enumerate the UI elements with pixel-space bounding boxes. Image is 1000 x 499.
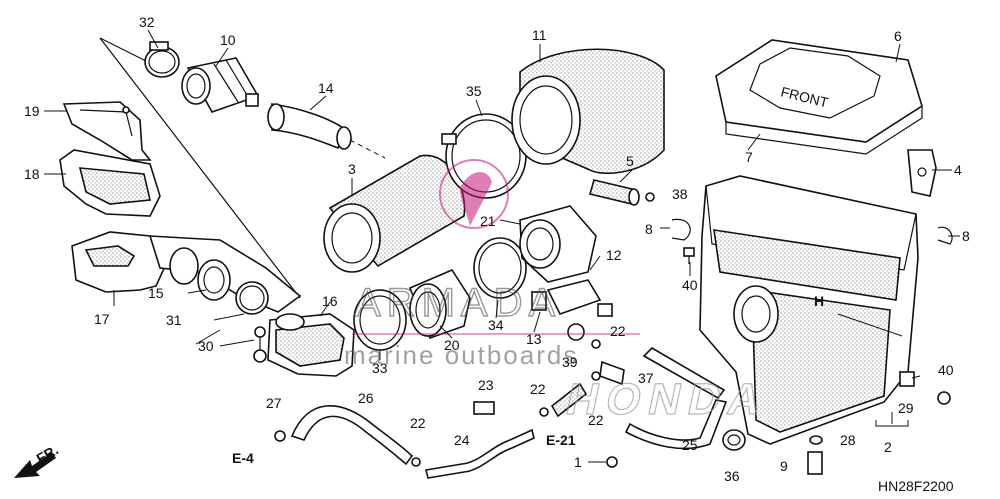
watermark-tagline: marine outboards	[344, 340, 578, 370]
callout-6: 6	[894, 28, 902, 44]
callout-18: 18	[24, 166, 40, 182]
drawing-code: HN28F2200	[878, 478, 954, 494]
callout-30: 30	[198, 338, 214, 354]
part-3-filter	[323, 154, 466, 273]
airbox-body: H	[699, 175, 919, 445]
callout-20: 20	[444, 337, 460, 353]
callout-19: 19	[24, 103, 40, 119]
callout-1: 1	[574, 454, 582, 470]
callout-37: 37	[638, 370, 654, 386]
part-36-grommet	[722, 429, 746, 451]
part-5-tube	[589, 179, 640, 206]
ref-e4: E-4	[232, 450, 254, 466]
part-27-clip	[274, 430, 286, 442]
part-28-ring	[809, 435, 823, 445]
callout-22-b: 22	[530, 381, 546, 397]
part-12-sensor	[546, 279, 613, 317]
part-23-clip	[473, 401, 495, 415]
callout-27: 27	[266, 395, 282, 411]
watermark: ARMADA marine outboards	[344, 159, 640, 370]
callout-10: 10	[220, 32, 236, 48]
part-34-clamp	[473, 237, 527, 299]
watermark-brand: ARMADA	[354, 281, 561, 325]
part-40-bolt	[683, 247, 695, 264]
leader-lines	[44, 29, 960, 463]
part-6-lid: FRONT	[715, 39, 923, 155]
callout-7: 7	[745, 149, 753, 165]
box-letter: H	[814, 293, 824, 309]
callout-21: 21	[480, 213, 496, 229]
callout-40-left: 40	[682, 277, 698, 293]
callout-35: 35	[466, 83, 482, 99]
callout-33: 33	[372, 360, 388, 376]
honda-logo-text: HONDA	[562, 375, 774, 423]
callout-8-left: 8	[645, 221, 653, 237]
part-37-fitting	[599, 360, 625, 386]
callout-8-right: 8	[962, 228, 970, 244]
part-20-connector	[408, 268, 471, 340]
part-22-clips	[411, 339, 601, 467]
part-10-elbow	[181, 57, 260, 113]
part-25-hose	[624, 346, 728, 450]
callout-32: 32	[139, 14, 155, 30]
callout-34: 34	[488, 317, 504, 333]
callout-11: 11	[532, 27, 547, 43]
part-38-clip	[645, 192, 655, 202]
part-40-bolt-right	[899, 371, 951, 405]
part-8-clip-right	[937, 226, 953, 245]
part-1-clip	[606, 456, 618, 468]
callout-23: 23	[478, 377, 494, 393]
callout-31: 31	[166, 312, 182, 328]
ref-e21: E-21	[546, 432, 576, 448]
callout-40-right: 40	[938, 362, 954, 378]
part-39-hose	[550, 382, 588, 418]
part-19-cover	[62, 101, 152, 161]
callout-22-a: 22	[610, 323, 626, 339]
callout-2: 2	[884, 439, 892, 455]
part-33-clamp	[353, 289, 407, 351]
callout-15: 15	[148, 285, 164, 301]
callout-3: 3	[348, 161, 356, 177]
callout-26: 26	[358, 390, 374, 406]
part-26-hose	[290, 404, 414, 466]
callout-13: 13	[526, 331, 542, 347]
callout-22-d: 22	[410, 415, 426, 431]
callout-22-c: 22	[588, 412, 604, 428]
callout-5: 5	[626, 153, 634, 169]
part-21-adaptor	[519, 205, 597, 283]
front-arrow-icon	[14, 452, 56, 478]
part-24-hose	[425, 428, 535, 479]
callout-25: 25	[682, 437, 698, 453]
callout-12: 12	[606, 247, 622, 263]
callout-4: 4	[954, 162, 962, 178]
callout-24: 24	[454, 432, 470, 448]
part-4-bracket	[907, 149, 937, 197]
part-11-filter	[511, 48, 665, 175]
part-31-band	[235, 281, 269, 315]
callout-17: 17	[94, 311, 110, 327]
part-9-plug	[807, 451, 823, 475]
part-16-boot	[267, 313, 355, 377]
callout-29: 29	[898, 400, 914, 416]
callout-9: 9	[780, 458, 788, 474]
callout-14: 14	[318, 80, 334, 96]
part-13-fitting	[531, 291, 585, 341]
callout-38: 38	[672, 186, 688, 202]
part-14-tube	[267, 103, 352, 150]
part-18-tray	[59, 149, 161, 217]
callout-36: 36	[724, 468, 740, 484]
callout-16: 16	[322, 293, 338, 309]
part-30-screw	[253, 326, 267, 363]
part-32-clamp	[144, 41, 180, 78]
callout-39: 39	[562, 354, 578, 370]
part-8-clip-left	[671, 218, 691, 241]
callout-28: 28	[840, 432, 856, 448]
callouts: 32 10 14 19 18 3 11 35 5 38 6 7 4 8 8 40…	[24, 14, 970, 494]
